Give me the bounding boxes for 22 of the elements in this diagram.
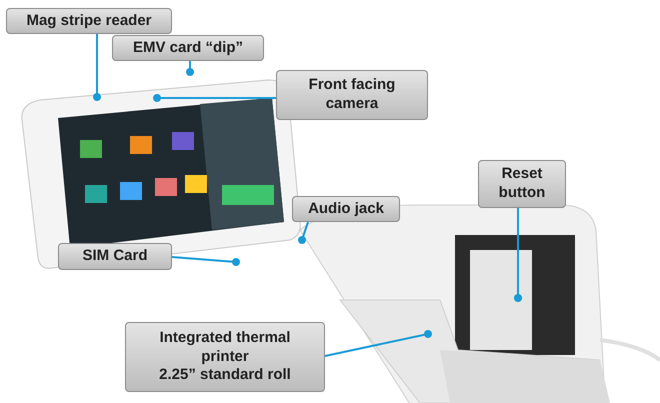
leader-line — [93, 34, 101, 101]
leader-line — [324, 330, 432, 357]
leader-line — [153, 94, 276, 102]
callout-label: Reset button — [498, 165, 546, 203]
callout-box — [112, 35, 264, 61]
leader-line — [186, 61, 194, 76]
leader-line — [514, 208, 522, 302]
callout-box — [276, 70, 428, 120]
callout-label: SIM Card — [82, 247, 148, 266]
callout-label: Mag stripe reader — [26, 12, 152, 30]
callout-label: 2.25” standard roll — [159, 366, 291, 386]
callout-box — [6, 8, 172, 34]
callout-box — [125, 322, 325, 392]
callout-box — [478, 160, 566, 208]
callout-box — [58, 243, 172, 270]
leader-line — [298, 222, 309, 244]
callout-label: Integrated thermal printer — [158, 328, 292, 366]
callout-box — [292, 196, 400, 222]
callout-label: Front facing camera — [308, 76, 396, 114]
callout-label: Audio jack — [308, 200, 384, 218]
callout-label: EMV card “dip” — [132, 38, 244, 58]
leader-line — [172, 256, 240, 266]
